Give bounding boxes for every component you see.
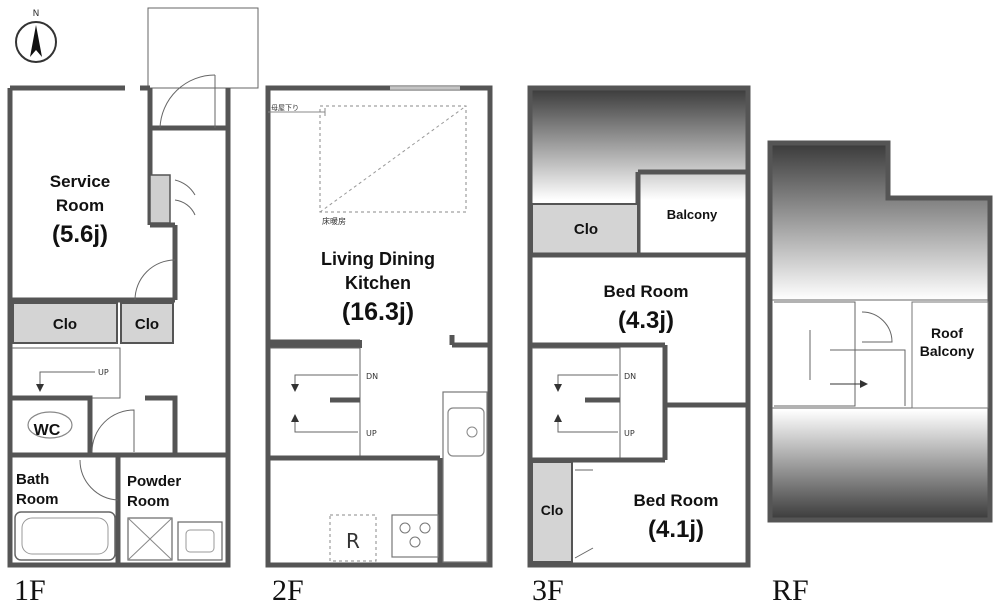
- stairs-3f-dn: DN: [624, 372, 636, 381]
- ldk-line2: Kitchen: [345, 273, 411, 293]
- balcony-label: Balcony: [667, 207, 718, 222]
- floor-2f: [265, 85, 493, 568]
- north-compass-icon: [15, 21, 57, 63]
- bed1-size: (4.3j): [618, 307, 674, 334]
- clo-3f-top-box: [531, 203, 639, 255]
- stairs-3f-up: UP: [624, 429, 635, 438]
- powder-line1: Powder: [127, 473, 181, 490]
- clo-3f-side-box: [531, 461, 573, 563]
- clo-3f-side-label: Clo: [541, 502, 564, 518]
- floor-3f-label: 3F: [532, 574, 564, 607]
- roof-balcony-line2: Balcony: [920, 343, 975, 359]
- floor-3f: [527, 85, 751, 568]
- floor-1f-label: 1F: [14, 574, 46, 607]
- floor-rf: [767, 140, 993, 523]
- service-room-line2: Room: [56, 196, 104, 215]
- clo-1f-a-label: Clo: [53, 316, 77, 333]
- wc-label: WC: [34, 422, 61, 439]
- clo-3f-top-label: Clo: [574, 221, 598, 238]
- floor-heating-mark: 床暖房: [322, 216, 346, 226]
- clo-1f-b-box: [120, 302, 174, 344]
- ldk-line1: Living Dining: [321, 249, 435, 269]
- fridge-mark: R: [346, 529, 360, 553]
- bed1-name: Bed Room: [604, 282, 689, 301]
- clo-1f-a-box: [12, 302, 118, 344]
- roof-balcony-line1: Roof: [931, 325, 963, 341]
- powder-line2: Room: [127, 493, 170, 510]
- service-room-size: (5.6j): [52, 221, 108, 248]
- north-label: N: [33, 9, 40, 19]
- bath-line1: Bath: [16, 471, 49, 488]
- ldk-size: (16.3j): [342, 298, 414, 326]
- loft-mark: 母屋下り: [271, 104, 299, 112]
- clo-1f-b-label: Clo: [135, 316, 159, 333]
- floor-2f-label: 2F: [272, 574, 304, 607]
- floor-rf-label: RF: [772, 574, 809, 607]
- service-room-line1: Service: [50, 172, 111, 191]
- bath-line2: Room: [16, 491, 59, 508]
- bed2-name: Bed Room: [634, 491, 719, 510]
- stairs-2f-dn: DN: [366, 372, 378, 381]
- stairs-1f-up: UP: [98, 368, 109, 377]
- stairs-2f-up: UP: [366, 429, 377, 438]
- bed2-size: (4.1j): [648, 516, 704, 543]
- floor-1f: [7, 7, 259, 568]
